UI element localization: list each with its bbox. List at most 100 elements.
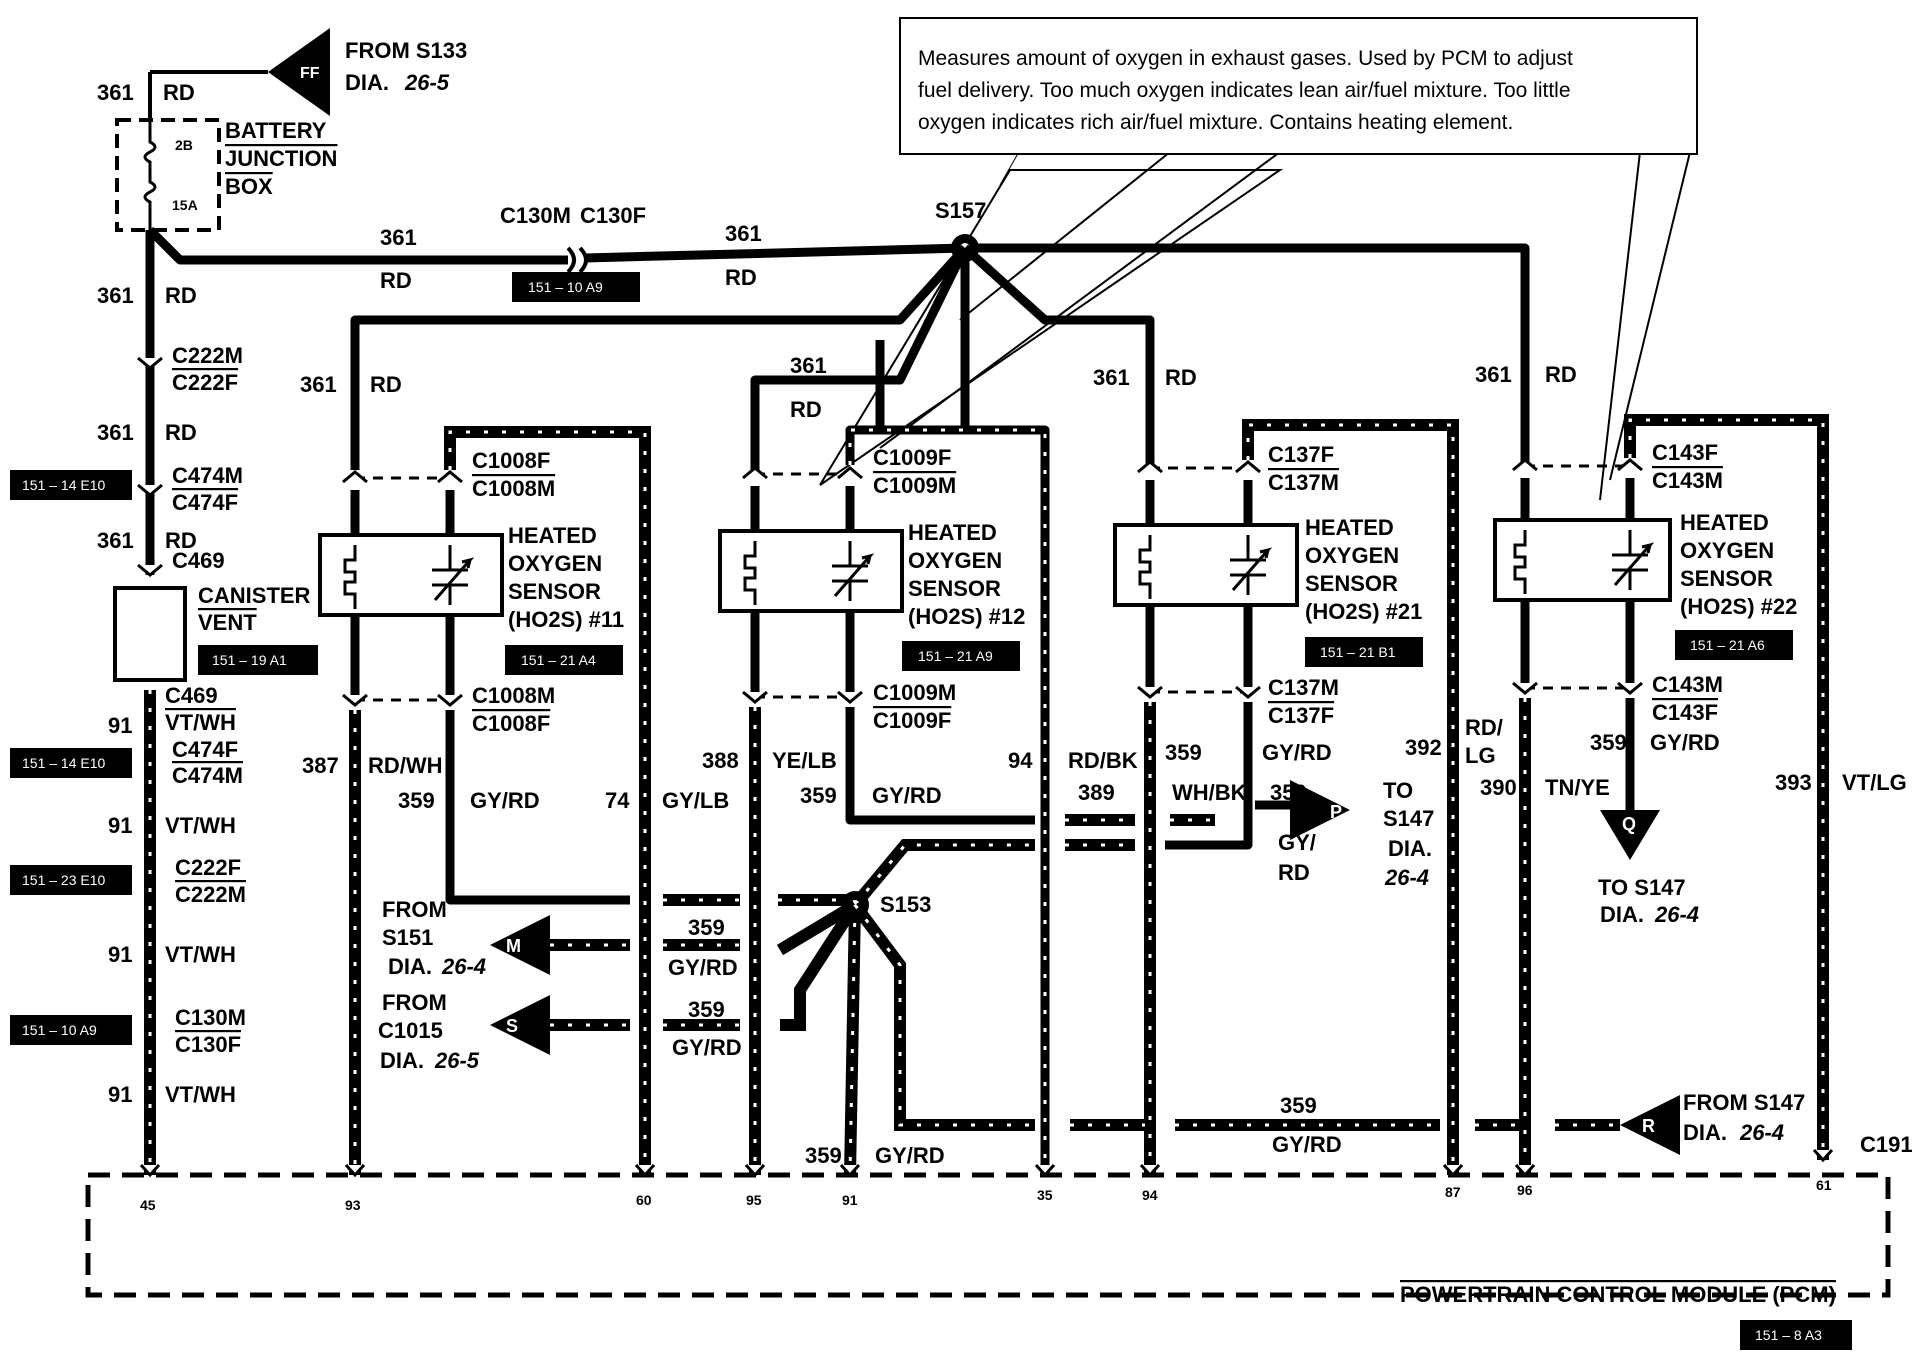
sensor-21-title-4: (HO2S) #21 <box>1305 599 1422 624</box>
sensor-element-icon <box>1612 530 1655 590</box>
color-rd-p: RD <box>1278 860 1310 885</box>
wire-361-d: 361 <box>97 528 134 553</box>
ref-q-tag: Q <box>1622 814 1636 834</box>
sensor-12-title-2: OXYGEN <box>908 548 1002 573</box>
wire-91-c: 91 <box>108 942 132 967</box>
pcm-pin-60: 60 <box>636 1192 652 1208</box>
sensor-11-title-3: SENSOR <box>508 579 601 604</box>
canister-vent-box <box>113 586 187 682</box>
sensor-12-top-m: C1009M <box>873 473 956 498</box>
pcm-pin-45: 45 <box>140 1197 156 1213</box>
sensor-22-bot-m: C143M <box>1652 672 1723 697</box>
sensor-element-icon <box>432 545 475 605</box>
wire-91-d: 91 <box>108 1082 132 1107</box>
bus-rd-b: RD <box>725 265 757 290</box>
battery-label-3: BOX <box>225 174 273 199</box>
wire-359-b: 359 <box>800 783 837 808</box>
battery-label-1: BATTERY <box>225 118 327 143</box>
pcm-pin-91: 91 <box>842 1192 858 1208</box>
conn-c474f: C474F <box>172 490 238 515</box>
ref-q-dia: DIA. <box>1600 902 1644 927</box>
callout-line-2: fuel delivery. Too much oxygen indicates… <box>918 79 1571 102</box>
color-rdbk: RD/BK <box>1068 748 1138 773</box>
ref-s-from: FROM <box>382 990 447 1015</box>
callout-line-3: oxygen indicates rich air/fuel mixture. … <box>918 111 1513 134</box>
wire-361-c: 361 <box>97 420 134 445</box>
sensor-element-icon <box>1230 535 1273 595</box>
wire-388: 388 <box>702 748 739 773</box>
sensor-11-title-4: (HO2S) #11 <box>508 607 624 632</box>
bus-rd-e: RD <box>1165 365 1197 390</box>
conn-c474m: C474M <box>172 463 243 488</box>
left-column: 361 RD 2B 15A BATTERY JUNCTION BOX 361 R… <box>10 72 337 1175</box>
pcm-label: POWERTRAIN CONTROL MODULE (PCM) <box>1400 1282 1836 1307</box>
sensor-22-top-m: C143M <box>1652 468 1723 493</box>
wire-393: 393 <box>1775 770 1812 795</box>
bus-c130f: C130F <box>580 203 646 228</box>
sensor-12-bot-f: C1009F <box>873 708 951 733</box>
sensor-21: C137F C137M HEATED OXYGEN SENSOR (HO2S) … <box>1078 419 1503 1175</box>
color-gyrd-h: GY/RD <box>1272 1132 1342 1157</box>
badge-4: 151 – 23 E10 <box>22 872 106 888</box>
sensor-11-box <box>318 533 504 617</box>
sensor-22-bot-f: C143F <box>1652 700 1718 725</box>
ref-q-dia-ref: 26-4 <box>1654 902 1699 927</box>
color-yelb: YE/LB <box>772 748 837 773</box>
badge-1: 151 – 14 E10 <box>22 477 106 493</box>
wire-91-b: 91 <box>108 813 132 838</box>
sensor-12: C1009F C1009M HEATED OXYGEN SENSOR (HO2S… <box>702 425 1138 1175</box>
wire-359-g: 359 <box>805 1143 842 1168</box>
color-gy: GY/ <box>1278 830 1316 855</box>
ref-p-arrow <box>1290 780 1350 840</box>
color-gyrd-g: GY/RD <box>875 1143 945 1168</box>
source-from: FROM S133 <box>345 38 467 63</box>
sensor-11-title-1: HEATED <box>508 523 597 548</box>
conn-c474f-b: C474F <box>172 737 238 762</box>
sensor-21-box <box>1113 523 1299 607</box>
sensor-22-top-f: C143F <box>1652 440 1718 465</box>
badge-6: 151 – 10 A9 <box>528 279 603 295</box>
color-whbk: WH/BK <box>1172 780 1247 805</box>
pcm-pins: 45 93 60 95 91 35 94 87 96 61 <box>139 1148 1834 1213</box>
sensor-22-title-3: SENSOR <box>1680 566 1773 591</box>
sensor-21-top-f: C137F <box>1268 442 1334 467</box>
source-dia-ref: 26-5 <box>404 70 450 95</box>
sensor-12-title-4: (HO2S) #12 <box>908 604 1025 629</box>
s153-network: S153 359 GY/RD 359 GY/RD 359 GY/RD M FRO… <box>378 778 1805 1176</box>
sensor-22-title-1: HEATED <box>1680 510 1769 535</box>
battery-label-2: JUNCTION <box>225 146 337 171</box>
conn-c469-top: C469 <box>172 548 225 573</box>
pcm-module: C191 45 93 60 95 91 35 94 87 96 61 POWER… <box>85 1132 1912 1350</box>
color-rd-d: RD <box>165 528 197 553</box>
splice-s153: S153 <box>880 892 931 917</box>
ref-s-dia-ref: 26-5 <box>434 1048 480 1073</box>
wire-359-h: 359 <box>1280 1093 1317 1118</box>
ref-q-to: TO S147 <box>1598 875 1686 900</box>
source-dia: DIA. <box>345 70 389 95</box>
badge-11: 151 – 8 A3 <box>1755 1327 1822 1343</box>
bus-rd-f: RD <box>1545 362 1577 387</box>
color-rdwh: RD/WH <box>368 753 443 778</box>
color-gyrd-b: GY/RD <box>872 783 942 808</box>
ref-q-arrow <box>1600 810 1660 860</box>
sensor-21-title-2: OXYGEN <box>1305 543 1399 568</box>
sensor-11: C1008F C1008M HEATED OXYGEN SENSOR (HO2S… <box>302 426 729 1175</box>
canister-label-1: CANISTER <box>198 583 311 608</box>
ref-p-dia-ref: 26-4 <box>1384 865 1429 890</box>
source-tag: FF <box>300 65 320 82</box>
color-tnye: TN/YE <box>1545 775 1610 800</box>
color-gyrd-a: GY/RD <box>470 788 540 813</box>
badge-8: 151 – 21 A9 <box>918 648 993 664</box>
sensor-21-bot-m: C137M <box>1268 675 1339 700</box>
sensor-21-top-m: C137M <box>1268 470 1339 495</box>
ref-m-from: FROM <box>382 897 447 922</box>
ref-r-tag: R <box>1642 1116 1655 1136</box>
color-rd-c: RD <box>165 420 197 445</box>
ref-m-tag: M <box>506 936 521 956</box>
wire-359-c: 359 <box>1165 740 1202 765</box>
badge-2: 151 – 19 A1 <box>212 652 287 668</box>
badge-3: 151 – 14 E10 <box>22 755 106 771</box>
wire-359-a: 359 <box>398 788 435 813</box>
pcm-pin-95: 95 <box>746 1192 762 1208</box>
